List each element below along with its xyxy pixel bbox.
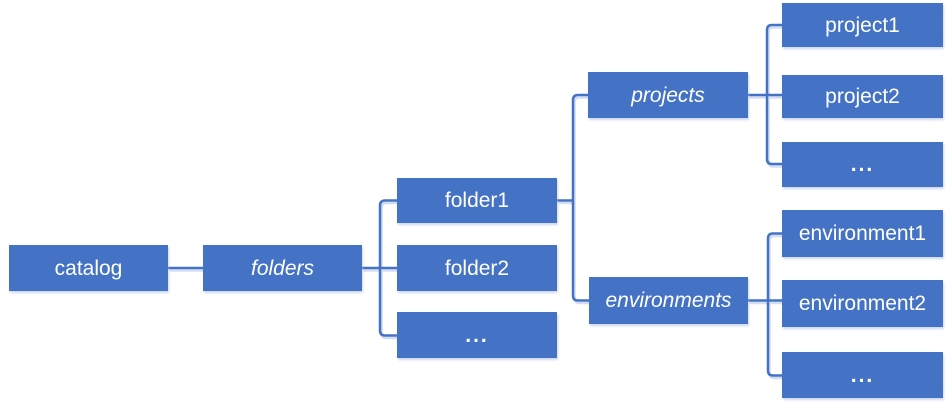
node-environment2: environment2 xyxy=(782,280,943,327)
node-projects: projects xyxy=(588,72,748,118)
node-folder1: folder1 xyxy=(397,178,557,223)
node-environments-more: ... xyxy=(782,352,943,398)
node-folder2: folder2 xyxy=(397,245,557,291)
node-folders: folders xyxy=(203,245,362,291)
connector-folders-bracket xyxy=(378,199,397,337)
node-catalog: catalog xyxy=(9,245,168,291)
node-environment1: environment1 xyxy=(782,210,943,257)
node-folders-more: ... xyxy=(397,312,557,358)
connector-shadow-group xyxy=(169,26,784,380)
node-project1: project1 xyxy=(782,3,943,47)
connector-main-group xyxy=(168,23,782,377)
node-projects-more: ... xyxy=(782,142,943,187)
node-project2: project2 xyxy=(782,75,943,118)
connector-environments-bracket xyxy=(766,232,782,377)
connector-folder1-bracket xyxy=(571,93,589,302)
connector-projects-bracket xyxy=(765,23,782,166)
node-environments: environments xyxy=(589,277,748,324)
